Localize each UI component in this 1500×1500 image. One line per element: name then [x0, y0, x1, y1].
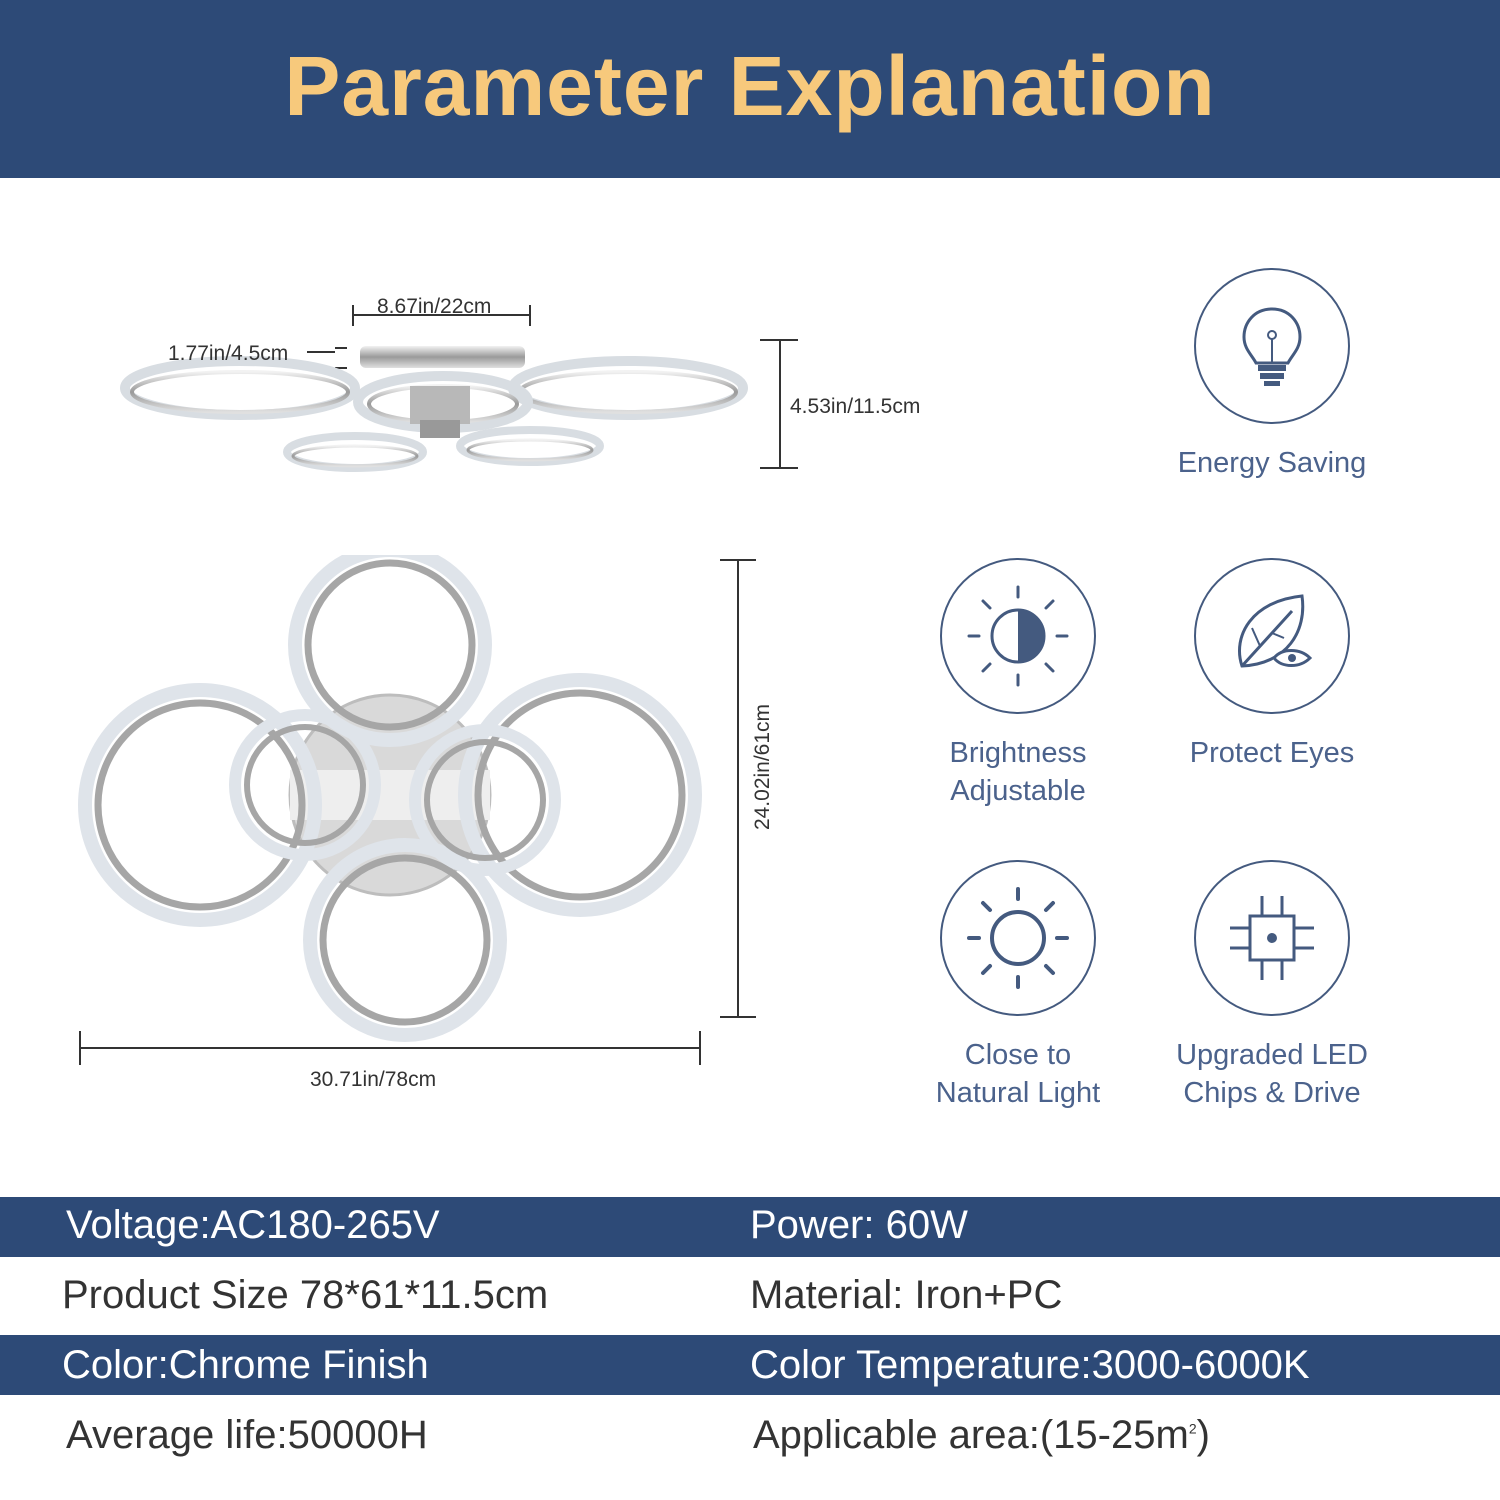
spec-row: Average life:50000H Applicable area:(15-…	[0, 1395, 1500, 1475]
spec-power: Power: 60W	[750, 1203, 968, 1247]
dimension-side-height: 4.53in/11.5cm	[790, 395, 921, 418]
dimension-top-height: 24.02in/61cm	[751, 703, 775, 831]
spec-voltage: Voltage:AC180-265V	[66, 1203, 440, 1247]
page-title: Parameter Explanation	[284, 39, 1216, 133]
spec-row: Product Size 78*61*11.5cm Material: Iron…	[0, 1257, 1500, 1335]
lamp-side-view	[120, 305, 798, 472]
bulb-icon	[1242, 307, 1302, 386]
lamp-top-view	[78, 555, 756, 1065]
feature-label: Energy Saving	[1177, 447, 1367, 479]
header-banner: Parameter Explanation	[0, 0, 1500, 178]
dimension-side-thickness: 1.77in/4.5cm	[168, 342, 289, 365]
sun-icon	[967, 887, 1069, 989]
spec-material: Material: Iron+PC	[750, 1273, 1063, 1317]
leaf-eye-icon	[1238, 594, 1313, 668]
dimension-top-width: 30.71in/78cm	[310, 1068, 437, 1091]
half-sun-icon	[967, 585, 1069, 687]
spec-average-life: Average life:50000H	[66, 1413, 428, 1457]
dimension-side-width: 8.67in/22cm	[377, 295, 492, 318]
spec-color-temperature: Color Temperature:3000-6000K	[750, 1343, 1310, 1387]
chip-icon	[1230, 896, 1314, 980]
spec-product-size: Product Size 78*61*11.5cm	[62, 1273, 549, 1317]
spec-row: Voltage:AC180-265V Power: 60W	[0, 1197, 1500, 1257]
spec-row: Color:Chrome Finish Color Temperature:30…	[0, 1335, 1500, 1395]
spec-color: Color:Chrome Finish	[62, 1343, 429, 1387]
spec-applicable-area: Applicable area:(15-25m2)	[753, 1413, 1210, 1457]
feature-label: Protect Eyes	[1189, 737, 1355, 769]
feature-protect-eyes: Protect Eyes	[1152, 558, 1392, 772]
feature-energy-saving: Energy Saving	[1152, 268, 1392, 482]
